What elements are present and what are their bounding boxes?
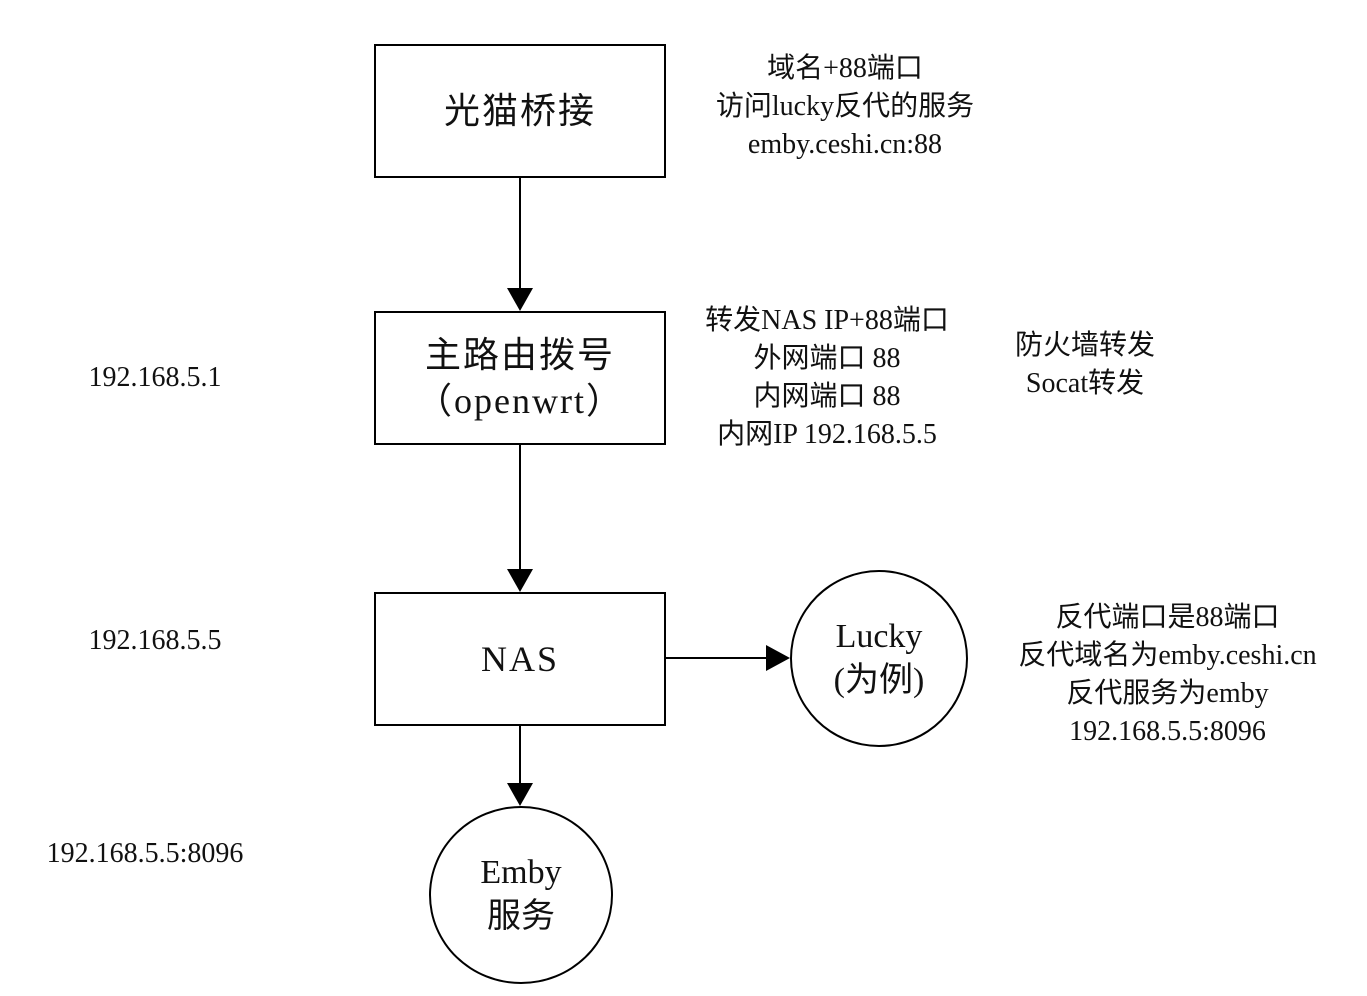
node-lucky-label-line1: Lucky	[835, 617, 923, 655]
arrowhead-nas-to-lucky-icon	[766, 645, 790, 671]
node-optical-modem-bridge: 光猫桥接	[374, 44, 666, 178]
emby-address-label: 192.168.5.5:8096	[46, 838, 244, 869]
node-main-router: 主路由拨号 （openwrt）	[374, 311, 666, 445]
node-emby-label-line1: Emby	[480, 854, 562, 891]
arrowhead-nas-to-emby-icon	[507, 783, 533, 806]
domain-access-note-line3: emby.ceshi.cn:88	[747, 129, 943, 160]
arrowhead-modem-to-router-icon	[507, 288, 533, 311]
lucky-proxy-note-line4: 192.168.5.5:8096	[1069, 716, 1266, 747]
domain-access-note: 域名+88端口 访问lucky反代的服务 emby.ceshi.cn:88	[660, 50, 1030, 164]
node-lucky: Lucky (为例)	[790, 570, 968, 747]
node-lucky-label-line2: (为例)	[833, 661, 925, 699]
nas-ip-label: 192.168.5.5	[88, 625, 222, 656]
node-optical-modem-bridge-label: 光猫桥接	[443, 91, 596, 131]
router-forward-note-line3: 内网端口 88	[753, 381, 901, 412]
arrow-line-nas-to-emby	[519, 726, 521, 784]
lucky-proxy-note-line2: 反代域名为emby.ceshi.cn	[1018, 640, 1317, 671]
router-ip-label: 192.168.5.1	[88, 362, 222, 393]
arrow-line-modem-to-router	[519, 178, 521, 291]
arrow-line-router-to-nas	[519, 445, 521, 570]
lucky-proxy-note: 反代端口是88端口 反代域名为emby.ceshi.cn 反代服务为emby 1…	[975, 599, 1360, 751]
domain-access-note-line2: 访问lucky反代的服务	[715, 91, 975, 122]
forward-methods-note: 防火墙转发 Socat转发	[975, 327, 1195, 403]
domain-access-note-line1: 域名+88端口	[767, 53, 923, 84]
node-emby-label-line2: 服务	[487, 898, 555, 935]
router-forward-note-line2: 外网端口 88	[753, 343, 901, 374]
node-main-router-label-line1: 主路由拨号	[424, 335, 615, 375]
lucky-proxy-note-line3: 反代服务为emby	[1066, 678, 1269, 709]
arrowhead-router-to-nas-icon	[507, 569, 533, 592]
node-nas: NAS	[374, 592, 666, 726]
forward-methods-note-line1: 防火墙转发	[1014, 330, 1155, 361]
node-main-router-label-line2: （openwrt）	[416, 381, 624, 421]
router-forward-note-line1: 转发NAS IP+88端口	[705, 305, 949, 336]
router-forward-note: 转发NAS IP+88端口 外网端口 88 内网端口 88 内网IP 192.1…	[672, 302, 982, 454]
lucky-proxy-note-line1: 反代端口是88端口	[1055, 602, 1280, 633]
forward-methods-note-line2: Socat转发	[1025, 368, 1145, 399]
node-emby-service: Emby 服务	[429, 806, 613, 984]
node-nas-label: NAS	[480, 639, 560, 679]
arrow-line-nas-to-lucky	[666, 657, 768, 659]
router-forward-note-line4: 内网IP 192.168.5.5	[717, 419, 937, 450]
